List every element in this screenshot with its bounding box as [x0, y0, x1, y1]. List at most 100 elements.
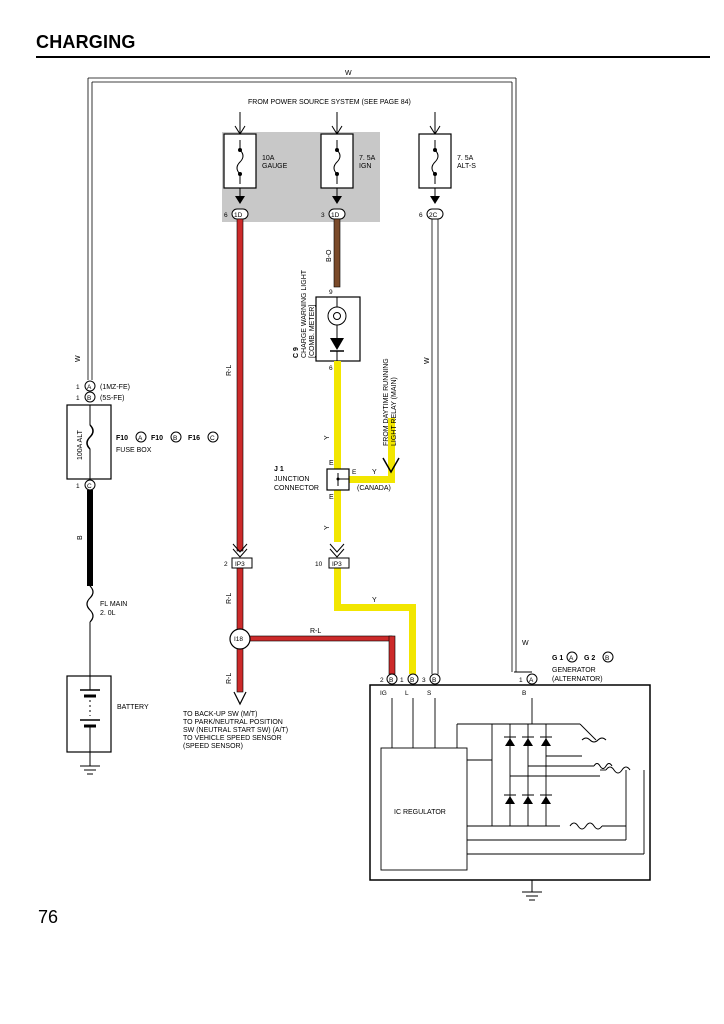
y-wire-label-1: Y: [324, 435, 331, 440]
junction-line2: CONNECTOR: [274, 485, 319, 492]
e-label-lower: E: [329, 494, 334, 501]
fuse-input-arrows: [234, 112, 441, 135]
page-number: 76: [38, 907, 59, 927]
fusebox-f10b: F10: [151, 435, 163, 442]
comb-meter-code: C 9: [293, 347, 300, 358]
fusebox-cc-letter: C: [210, 435, 215, 442]
conn-alts-2c-label: 2C: [429, 212, 438, 219]
y-wire-label-2: Y: [324, 525, 331, 530]
fuse-alts: [418, 133, 452, 189]
fusebox-variant-b: (5S-FE): [100, 395, 125, 402]
conn-ign-1d-pin: 3: [321, 212, 325, 219]
junction-line1: JUNCTION: [274, 476, 309, 483]
fusebox-conn-b: [84, 391, 96, 403]
e-label-upper: E: [329, 460, 334, 467]
gen-term-b: B: [522, 690, 526, 697]
gen-terminal-b: [526, 673, 538, 685]
fl-main-line1: FL MAIN: [100, 601, 127, 608]
comb-meter-pin-out: 6: [329, 365, 333, 372]
fusebox-cb: [170, 431, 182, 443]
junction-connector: [326, 468, 350, 491]
gen-conn-ig-letter: B: [389, 677, 393, 684]
fl-main-link: [86, 585, 94, 676]
ip3-right-label: IP3: [332, 561, 342, 568]
fl-main-line2: 2. 0L: [100, 610, 116, 617]
backup-line3: SW (NEUTRAL START SW) (A/T): [183, 727, 288, 734]
fusebox-f10a: F10: [116, 435, 128, 442]
junction-code: J 1: [274, 466, 284, 473]
fusebox-conn-a-letter: A: [87, 384, 92, 391]
gen-terminal-ig: [386, 673, 398, 685]
comb-meter-pin-in: 9: [329, 289, 333, 296]
fuse-gauge-rating: 10A: [262, 155, 275, 162]
rl-wire-label-2: R-L: [226, 593, 233, 604]
fuse-ign-name: IGN: [359, 163, 371, 170]
fusebox-conn-a: [84, 380, 96, 392]
drl-line2: LIGHT RELAY (MAIN): [391, 377, 398, 446]
fusebox-conn-c-letter: C: [87, 483, 92, 490]
fusebox-pin-c: 1: [76, 483, 80, 490]
fuse-gauge-name: GAUGE: [262, 163, 288, 170]
y-wire-label-4: Y: [372, 469, 377, 476]
gen-line2: (ALTERNATOR): [552, 676, 603, 683]
gen-term-l: L: [405, 690, 409, 697]
ip3-left-label: IP3: [235, 561, 245, 568]
title-rule: [36, 56, 710, 58]
fusebox-alt-label: 100A ALT: [77, 429, 84, 460]
conn-gauge-1d-pin: 6: [224, 212, 228, 219]
gen-pin-s: 3: [422, 677, 426, 684]
i18-splice: [229, 628, 251, 650]
backup-line5: (SPEED SENSOR): [183, 743, 243, 750]
alts-w-wire: [431, 219, 439, 674]
fuse-output-arrows: [235, 188, 440, 204]
conn-gauge-1d-label: 1D: [234, 212, 243, 219]
fusebox-pin-b: 1: [76, 395, 80, 402]
gen-conn-s-letter: B: [432, 677, 436, 684]
fusebox-cc: [207, 431, 219, 443]
gen-conn-b-letter: A: [529, 677, 534, 684]
drl-line1: FROM DAYTIME RUNNING: [383, 358, 390, 446]
comb-meter-line1: CHARGE WARNING LIGHT: [301, 269, 308, 358]
gen-pin-b: 1: [519, 677, 523, 684]
gen-g1: G 1: [552, 655, 563, 662]
stator-coils: [581, 737, 631, 774]
b-wire: [87, 490, 93, 586]
conn-alts-2c-pin: 6: [419, 212, 423, 219]
fusebox-ca: [135, 431, 147, 443]
generator-internal-wiring: [380, 698, 645, 871]
rl-wire-label-1: R-L: [226, 365, 233, 376]
gen-ca: [566, 651, 578, 663]
ip3-right-pin: 10: [315, 561, 323, 568]
comb-meter-line2: [COMB. METER]: [309, 305, 316, 358]
gen-line1: GENERATOR: [552, 667, 596, 674]
fusebox-alt-fuse: [66, 404, 112, 480]
fuse-alts-name: ALT-S: [457, 163, 476, 170]
fusebox-ca-letter: A: [138, 435, 143, 442]
bo-wire-label: B-O: [326, 249, 333, 262]
alts-w-label: W: [424, 357, 431, 364]
fusebox-conn-b-letter: B: [87, 395, 91, 402]
gen-g2: G 2: [584, 655, 595, 662]
gen-ca-letter: A: [569, 655, 574, 662]
gen-pin-l: 1: [400, 677, 404, 684]
backup-line1: TO BACK-UP SW (M/T): [183, 711, 257, 718]
charge-warning-light: [315, 296, 361, 362]
rl-wire-label-4: R-L: [310, 628, 321, 635]
y-wire-label-3: Y: [372, 597, 377, 604]
page-title: CHARGING: [36, 32, 136, 52]
junction-region: (CANADA): [357, 485, 391, 492]
ic-regulator-label: IC REGULATOR: [394, 809, 446, 816]
w-wire-top: [87, 77, 517, 672]
generator-diodes: [504, 736, 552, 804]
rl-wire-label-3: R-L: [226, 673, 233, 684]
battery-symbol: [66, 675, 112, 775]
fusebox-name: FUSE BOX: [116, 447, 152, 454]
bo-wire: [333, 218, 341, 288]
b-wire-label: B: [77, 535, 84, 540]
i18-label: I18: [234, 636, 243, 643]
ip3-left-pin: 2: [224, 561, 228, 568]
battery-label: BATTERY: [117, 704, 149, 711]
power-source-label: FROM POWER SOURCE SYSTEM (SEE PAGE 84): [248, 99, 411, 106]
y-wire: [334, 361, 416, 674]
fusebox-pin-a: 1: [76, 384, 80, 391]
